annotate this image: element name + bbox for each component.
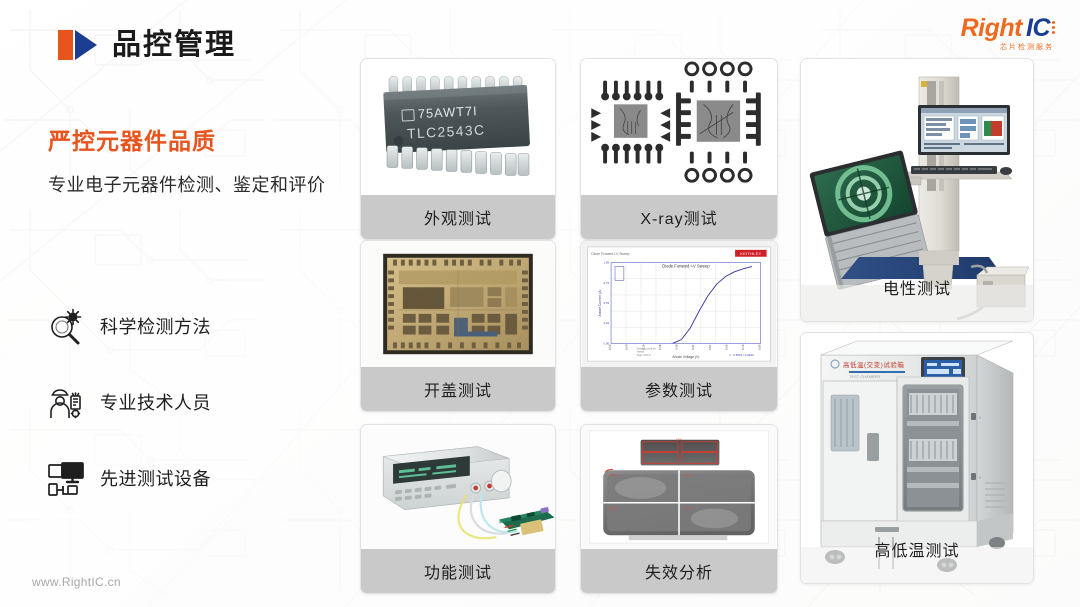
card-electrical-test[interactable]: 电性测试 (800, 58, 1034, 322)
svg-text:•: • (658, 458, 659, 461)
card-caption: 电性测试 (882, 281, 951, 298)
card-caption: 功能测试 (361, 549, 555, 593)
feature-label: 科学检测方法 (100, 317, 211, 337)
svg-text:0.38: 0.38 (675, 344, 679, 350)
card-caption: 参数测试 (581, 367, 777, 411)
svg-text:Anode Current (A): Anode Current (A) (598, 290, 602, 317)
brand-tagline: 芯片检测服务 (1000, 44, 1054, 51)
card-decap-test[interactable]: 开盖测试 (360, 240, 556, 412)
soic-ic-photo: 75AWT7I TLC2543C (361, 59, 555, 195)
card-failure-analysis[interactable]: SAM • • • • A001-1 A001-2 A001-3 (580, 424, 778, 594)
xray-package-scan (581, 59, 777, 195)
svg-text:Anode Voltage (V): Anode Voltage (V) (672, 355, 699, 359)
footer-url[interactable]: www.RightIC.cn (32, 575, 121, 589)
page-title: 品控管理 (112, 28, 237, 61)
svg-text:•: • (658, 446, 659, 449)
svg-text:1 : 0.8261 / 0.9942: 1 : 0.8261 / 0.9942 (729, 353, 754, 357)
svg-text:A001-2: A001-2 (684, 473, 693, 477)
decapped-die-photo (361, 241, 555, 367)
svg-text:高低温(交变)试验箱: 高低温(交变)试验箱 (843, 360, 904, 369)
svg-text:Start: 0.00 V: Start: 0.00 V (637, 353, 651, 357)
brand-name-right: Right (960, 14, 1023, 42)
svg-text:0.85: 0.85 (758, 344, 762, 350)
brand-dots-icon (1052, 21, 1056, 36)
card-caption: 外观测试 (361, 195, 555, 239)
svg-text:0.57: 0.57 (708, 344, 712, 350)
svg-text:A001-4: A001-4 (684, 507, 693, 511)
card-caption: 高低温测试 (874, 543, 960, 560)
feature-item-scientific-method[interactable]: 科学检测方法 (46, 288, 346, 364)
feature-label: 专业技术人员 (100, 393, 211, 413)
card-caption: 开盖测试 (361, 367, 555, 411)
card-parametric-test[interactable]: Diode Forward I-V Sweep KEITHLEY Diode F… (580, 240, 778, 412)
svg-text:0.76: 0.76 (741, 344, 745, 350)
svg-text:SAM: SAM (676, 438, 682, 442)
iv-curve-plot: Diode Forward I-V Sweep KEITHLEY Diode F… (581, 241, 777, 367)
feature-item-advanced-equipment[interactable]: 先进测试设备 (46, 440, 346, 516)
svg-text:0.26: 0.26 (604, 321, 610, 325)
feature-item-technical-staff[interactable]: 专业技术人员 (46, 364, 346, 440)
svg-text:•: • (698, 446, 699, 449)
svg-text:0.47: 0.47 (691, 344, 695, 350)
brand-logo: Right IC 芯片检测服务 (961, 16, 1056, 51)
engineer-person-icon (46, 382, 86, 422)
card-caption: X-ray测试 (581, 195, 777, 239)
card-appearance-test[interactable]: 75AWT7I TLC2543C (360, 58, 556, 240)
svg-text:A001-3: A001-3 (609, 507, 618, 511)
svg-text:75AWT7I: 75AWT7I (417, 103, 477, 121)
magnifier-science-icon (46, 306, 86, 346)
feature-label: 先进测试设备 (100, 469, 211, 489)
svg-text:KEITHLEY: KEITHLEY (740, 251, 761, 256)
svg-text:A001-1: A001-1 (609, 473, 618, 477)
svg-text:Settings used for: Settings used for (637, 346, 656, 350)
svg-text:1.05: 1.05 (604, 261, 610, 265)
svg-text:0.00: 0.00 (608, 344, 612, 350)
page-header: 品控管理 (58, 30, 236, 60)
card-thermal-test[interactable]: 高低温(交变)试验箱 TEST CHAMBER (800, 332, 1034, 584)
bench-instrument-photo (361, 425, 555, 549)
card-caption: 失效分析 (581, 549, 777, 593)
svg-text:TEST CHAMBER: TEST CHAMBER (849, 374, 880, 379)
svg-text:0.79: 0.79 (604, 281, 610, 285)
test-equipment-icon (46, 458, 86, 498)
lead-block: 严控元器件品质 专业电子元器件检测、鉴定和评价 (48, 122, 348, 202)
bullet-logo-icon (58, 30, 97, 60)
svg-text:•: • (698, 458, 699, 461)
feature-list: 科学检测方法 专业技术人员 (46, 288, 346, 516)
lead-heading: 严控元器件品质 (48, 128, 216, 154)
svg-text:0.66: 0.66 (724, 344, 728, 350)
svg-text:Diode Forward I-V Sweep: Diode Forward I-V Sweep (662, 264, 710, 269)
lead-body: 专业电子元器件检测、鉴定和评价 (48, 175, 326, 195)
svg-text:0.28: 0.28 (658, 344, 662, 350)
card-functional-test[interactable]: 功能测试 (360, 424, 556, 594)
svg-text:0.53: 0.53 (604, 301, 610, 305)
brand-name-ic: IC (1026, 14, 1051, 42)
svg-text:Diode Forward I-V Sweep: Diode Forward I-V Sweep (591, 252, 629, 256)
card-xray-test[interactable]: X-ray测试 (580, 58, 778, 240)
sam-scan-annotated: SAM • • • • A001-1 A001-2 A001-3 (581, 425, 777, 549)
svg-text:0.09: 0.09 (625, 344, 629, 350)
